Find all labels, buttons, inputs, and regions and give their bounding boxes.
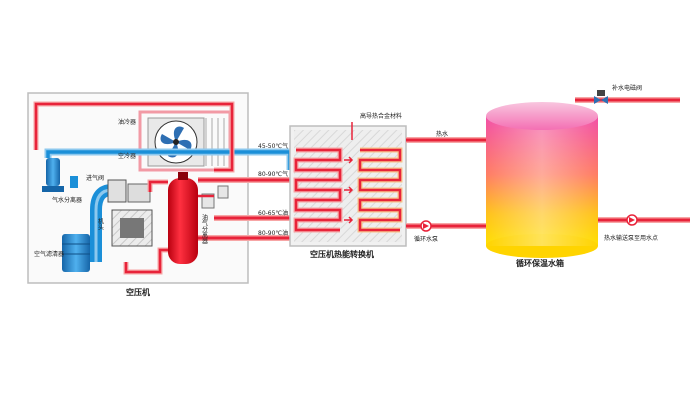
- label-supply-pump: 热水输送泵至用水点: [604, 234, 658, 242]
- lines-to-exchanger: [198, 177, 290, 241]
- label-solenoid-valve: 补水电磁阀: [612, 84, 642, 92]
- heat-exchanger: [289, 125, 407, 247]
- pump-icon: [420, 220, 432, 232]
- label-oil-gas-separator: 油气分离器: [201, 213, 208, 245]
- label-compressor: 空压机: [126, 287, 150, 297]
- label-oil-cooler: 油冷器: [118, 118, 136, 126]
- label-exchanger: 空压机热能转换机: [310, 249, 374, 259]
- intake-valve: [107, 179, 127, 203]
- label-circulation-pump: 循环水泵: [414, 235, 438, 243]
- label-air-water-separator: 气水分离器: [52, 196, 82, 204]
- label-air-cooler: 空冷器: [118, 152, 136, 160]
- hot-pipes-internal: [33, 101, 235, 275]
- label-t-80-90-gas: 80-90℃气: [258, 170, 288, 178]
- label-t-60-65: 60-65℃油: [258, 209, 288, 217]
- water-pipes: [406, 97, 690, 229]
- solenoid-valve-icon: [594, 90, 608, 104]
- label-hot-water: 热水: [436, 130, 448, 138]
- label-t-80-90-oil: 80-90℃油: [258, 229, 288, 237]
- fan-icon: [154, 120, 198, 164]
- supply-pump-icon: [626, 214, 638, 226]
- label-t-45-50: 45-50℃气: [258, 142, 288, 150]
- label-alloy-material: 高导热合金材料: [360, 112, 402, 120]
- label-motor: 机头: [97, 217, 104, 231]
- label-intake-valve: 进气阀: [86, 174, 104, 182]
- label-air-filter: 空气滤清器: [34, 250, 64, 258]
- oil-gas-separator: [168, 172, 198, 264]
- air-filter: [62, 234, 90, 272]
- air-water-separator: [42, 158, 78, 192]
- label-tank: 循环保温水箱: [515, 258, 564, 268]
- insulated-water-tank: [486, 102, 598, 258]
- motor-block: [111, 209, 153, 247]
